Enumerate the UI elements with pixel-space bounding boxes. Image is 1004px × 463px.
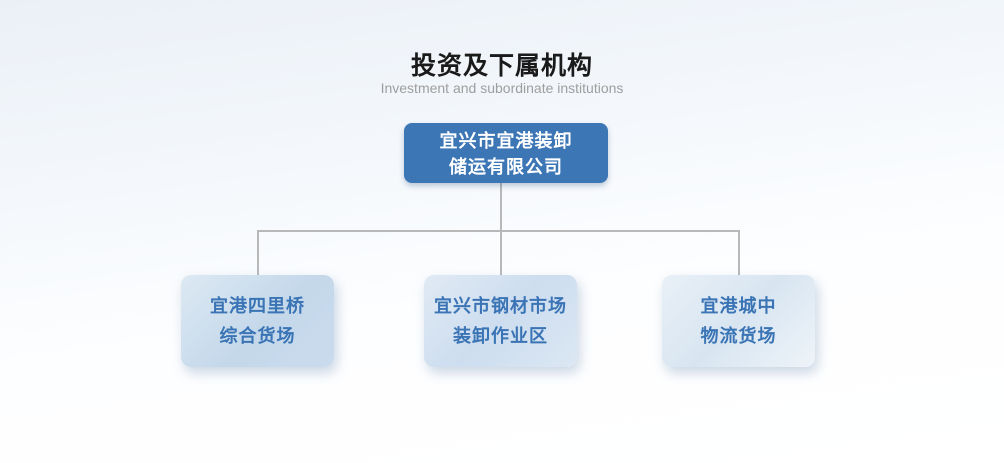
connector-left-drop — [257, 230, 259, 275]
page-title: 投资及下属机构 — [410, 52, 593, 80]
org-node-child-2-line2: 装卸作业区 — [453, 326, 548, 346]
org-node-child-1-line1: 宜港四里桥 — [210, 296, 305, 316]
org-node-child-2-line1: 宜兴市钢材市场 — [434, 296, 567, 316]
org-node-root: 宜兴市宜港装卸 储运有限公司 — [404, 123, 608, 183]
org-node-child-3-line1: 宜港城中 — [700, 296, 777, 316]
org-node-child-1: 宜港四里桥 综合货场 — [181, 275, 334, 367]
org-node-child-3: 宜港城中 物流货场 — [662, 275, 815, 367]
org-node-root-line2: 储运有限公司 — [449, 157, 563, 177]
org-node-child-3-line2: 物流货场 — [700, 326, 777, 346]
org-node-child-1-line2: 综合货场 — [219, 326, 296, 346]
connector-root-vertical — [500, 183, 502, 275]
connector-right-drop — [738, 230, 740, 275]
connector-horizontal — [257, 230, 740, 232]
page-subtitle: Investment and subordinate institutions — [380, 80, 624, 96]
org-node-root-line1: 宜兴市宜港装卸 — [439, 131, 573, 151]
org-node-child-2: 宜兴市钢材市场 装卸作业区 — [424, 275, 577, 367]
